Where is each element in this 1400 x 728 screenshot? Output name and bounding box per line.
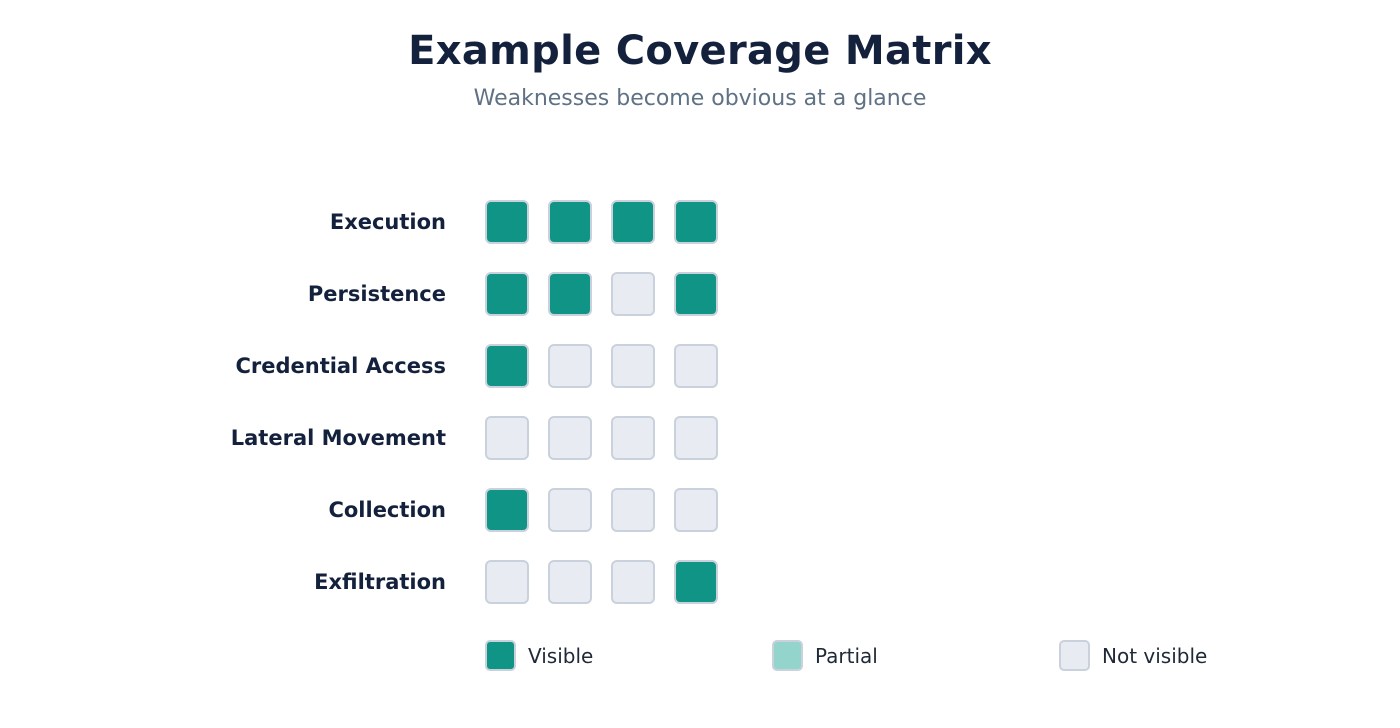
matrix-cell: [485, 272, 529, 316]
matrix-cell: [674, 272, 718, 316]
matrix-cell: [548, 488, 592, 532]
matrix-cell: [674, 344, 718, 388]
legend-label: Partial: [815, 644, 878, 668]
matrix-cell: [611, 416, 655, 460]
matrix-cell: [611, 272, 655, 316]
legend-label: Visible: [528, 644, 594, 668]
matrix-cell: [485, 344, 529, 388]
matrix-cell: [674, 560, 718, 604]
matrix-cell: [611, 488, 655, 532]
row-label: Lateral Movement: [230, 426, 446, 450]
matrix-cell: [611, 200, 655, 244]
matrix-cell: [485, 560, 529, 604]
matrix-cell: [674, 416, 718, 460]
row-label: Execution: [329, 210, 446, 234]
matrix-cell: [548, 200, 592, 244]
matrix-cell: [611, 560, 655, 604]
legend-label: Not visible: [1102, 644, 1208, 668]
matrix-cell: [611, 344, 655, 388]
legend-swatch-not-visible: [1059, 640, 1090, 671]
row-label: Collection: [328, 498, 446, 522]
chart-subtitle: Weaknesses become obvious at a glance: [473, 86, 927, 111]
matrix-cell: [674, 488, 718, 532]
matrix-cell: [674, 200, 718, 244]
matrix-cell: [548, 560, 592, 604]
matrix-cell: [485, 416, 529, 460]
legend-swatch-partial: [772, 640, 803, 671]
row-label: Exfiltration: [314, 570, 446, 594]
matrix-cell: [548, 344, 592, 388]
row-label: Credential Access: [235, 354, 446, 378]
matrix-cell: [485, 488, 529, 532]
matrix-cell: [548, 416, 592, 460]
matrix-cell: [485, 200, 529, 244]
legend-swatch-visible: [485, 640, 516, 671]
chart-title: Example Coverage Matrix: [408, 28, 992, 74]
matrix-cell: [548, 272, 592, 316]
row-label: Persistence: [307, 282, 446, 306]
